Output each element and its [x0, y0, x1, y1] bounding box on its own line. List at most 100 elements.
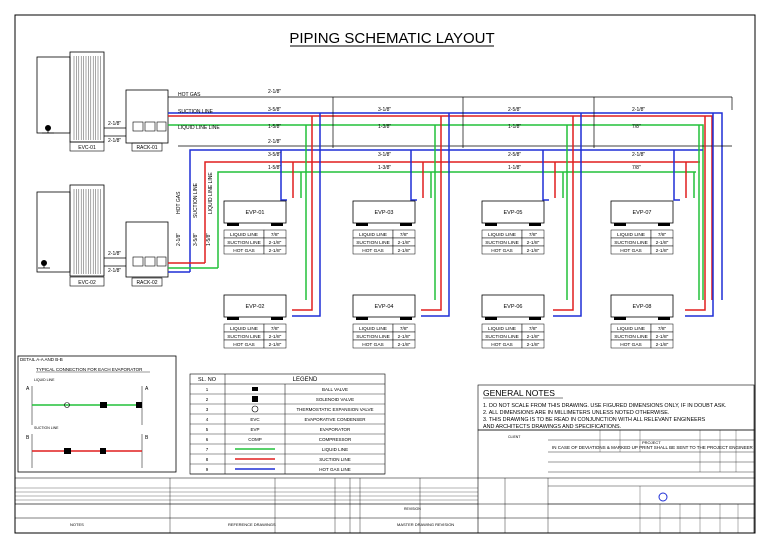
client-label: CLIENT — [508, 435, 521, 439]
evaporator-line-size: 2-1/8" — [527, 248, 540, 254]
evaporator-line-size: 7/8" — [658, 326, 667, 332]
evaporator-line-type: LIQUID LINE — [359, 326, 387, 332]
ball-valve-icon — [252, 387, 258, 391]
evaporator-line-type: SUCTION LINE — [485, 240, 519, 246]
rack-01-label: RACK-01 — [136, 145, 157, 151]
legend-row-no: 7 — [206, 447, 209, 452]
solenoid-valve-icon — [64, 448, 71, 454]
evaporator-name: EVP-07 — [633, 210, 652, 216]
legend-row-no: 2 — [206, 397, 209, 402]
compressor-icon — [132, 121, 144, 132]
company-logo-icon — [658, 492, 668, 502]
note-2: 2. ALL DIMENSIONS ARE IN MILLIMETERS UNL… — [483, 410, 669, 416]
rack-1-pipe-top: 2-1/8" — [108, 121, 121, 127]
revision-label: REVISION — [404, 507, 421, 511]
legend-row-no: 6 — [206, 437, 209, 442]
rack-1-pipe-bottom: 2-1/8" — [108, 138, 121, 144]
riser-suction-label: SUCTION LINE — [193, 182, 199, 218]
evaporator-name: EVP-08 — [633, 304, 652, 310]
evaporator-line-size: 2-1/8" — [398, 240, 411, 246]
evaporator-line-size: 2-1/8" — [398, 248, 411, 254]
notes-heading: GENERAL NOTES — [483, 388, 555, 398]
row1-liquid-size: 1-5/8" — [268, 124, 281, 130]
solenoid-valve-icon — [252, 396, 258, 402]
legend-row-no: 4 — [206, 417, 209, 422]
legend-row-text: LIQUID LINE — [322, 447, 348, 452]
compressor-icon — [132, 256, 144, 267]
sheet-border — [14, 14, 756, 534]
expansion-valve-icon — [251, 405, 259, 413]
legend-row-text: EVAPORATIVE CONDENSER — [304, 417, 366, 422]
evaporator-line-size: 7/8" — [271, 232, 280, 238]
row1-suction-size: 3-1/8" — [378, 107, 391, 113]
detail-a-label-right: A — [145, 386, 149, 392]
evaporator-name: EVP-06 — [504, 304, 523, 310]
evaporator-line-size: 7/8" — [400, 326, 409, 332]
hot-gas-header-label: HOT GAS — [178, 92, 201, 98]
evaporator-line-size: 2-1/8" — [656, 240, 669, 246]
row2-liquid-size: 1-3/8" — [378, 165, 391, 171]
evc-02-label: EVC-02 — [78, 280, 96, 286]
legend-row-no: 1 — [206, 387, 209, 392]
rack-2-pipe-bottom: 2-1/8" — [108, 268, 121, 274]
piping-network — [168, 96, 733, 317]
evaporator-line-type: HOT GAS — [362, 342, 384, 348]
evaporator-line-size: 2-1/8" — [269, 334, 282, 340]
evaporator-line-size: 2-1/8" — [269, 248, 282, 254]
condenser-evc-01: EVC-01 — [36, 51, 105, 152]
legend-row-no: 9 — [206, 467, 209, 472]
liquid-header-label: LIQUID LINE LINE — [178, 125, 220, 131]
legend-col-legend: LEGEND — [293, 377, 318, 383]
evaporator-line-type: LIQUID LINE — [617, 232, 645, 238]
row2-suction-size: 2-1/8" — [632, 152, 645, 158]
row1-liquid-size: 1-1/8" — [508, 124, 521, 130]
row1-liquid-size: 1-3/8" — [378, 124, 391, 130]
evaporator-name: EVP-05 — [504, 210, 523, 216]
evc-01-label: EVC-01 — [78, 145, 96, 151]
evaporator-line-type: HOT GAS — [491, 342, 513, 348]
legend-row-symbol: COMP — [248, 437, 262, 442]
notes-label: NOTES — [70, 522, 84, 527]
legend-row-text: THERMOSTATIC EXPANSION VALVE — [296, 407, 373, 412]
evaporator-line-type: SUCTION LINE — [614, 240, 648, 246]
legend-row-text: SUCTION LINE — [319, 457, 351, 462]
row2-suction-size: 3-1/8" — [378, 152, 391, 158]
row2-liquid-size: 1-1/8" — [508, 165, 521, 171]
master-drawing-label: MASTER DRAWING REVISION — [397, 522, 454, 527]
detail-a-label: A — [26, 386, 30, 392]
expansion-valve-icon — [64, 402, 70, 408]
evaporator-line-type: LIQUID LINE — [359, 232, 387, 238]
evaporator-line-type: LIQUID LINE — [230, 232, 258, 238]
legend-row-symbol: EVC — [250, 417, 260, 422]
legend-row-text: COMPRESSOR — [319, 437, 352, 442]
compressor-icon — [144, 256, 156, 267]
evaporator-name: EVP-03 — [375, 210, 394, 216]
legend-row-text: EVAPORATOR — [320, 427, 351, 432]
riser-size-suction: 3-5/8" — [193, 233, 199, 246]
general-notes: GENERAL NOTES 1. DO NOT SCALE FROM THIS … — [477, 384, 755, 431]
detail-title: DETAIL A-A AND B-B — [20, 357, 63, 362]
rack-2-pipe-top: 2-1/8" — [108, 251, 121, 257]
ball-valve-icon — [100, 448, 106, 454]
evaporator-line-size: 7/8" — [271, 326, 280, 332]
evaporator-line-type: SUCTION LINE — [485, 334, 519, 340]
row2-liquid-size: 7/8" — [632, 165, 641, 171]
evaporator-line-size: 7/8" — [529, 326, 538, 332]
row1-suction-size: 2-1/8" — [632, 107, 645, 113]
row1-suction-size: 3-5/8" — [268, 107, 281, 113]
legend-row-text: BALL VALVE — [322, 387, 348, 392]
evaporator-name: EVP-02 — [246, 304, 265, 310]
evaporator-line-type: HOT GAS — [233, 248, 255, 254]
evaporator-line-size: 2-1/8" — [398, 342, 411, 348]
evaporator-line-type: LIQUID LINE — [488, 232, 516, 238]
condenser-evc-02: EVC-02 — [36, 184, 105, 287]
rack-02: RACK-02 — [125, 221, 169, 287]
row2-hot-size: 2-1/8" — [268, 139, 281, 145]
